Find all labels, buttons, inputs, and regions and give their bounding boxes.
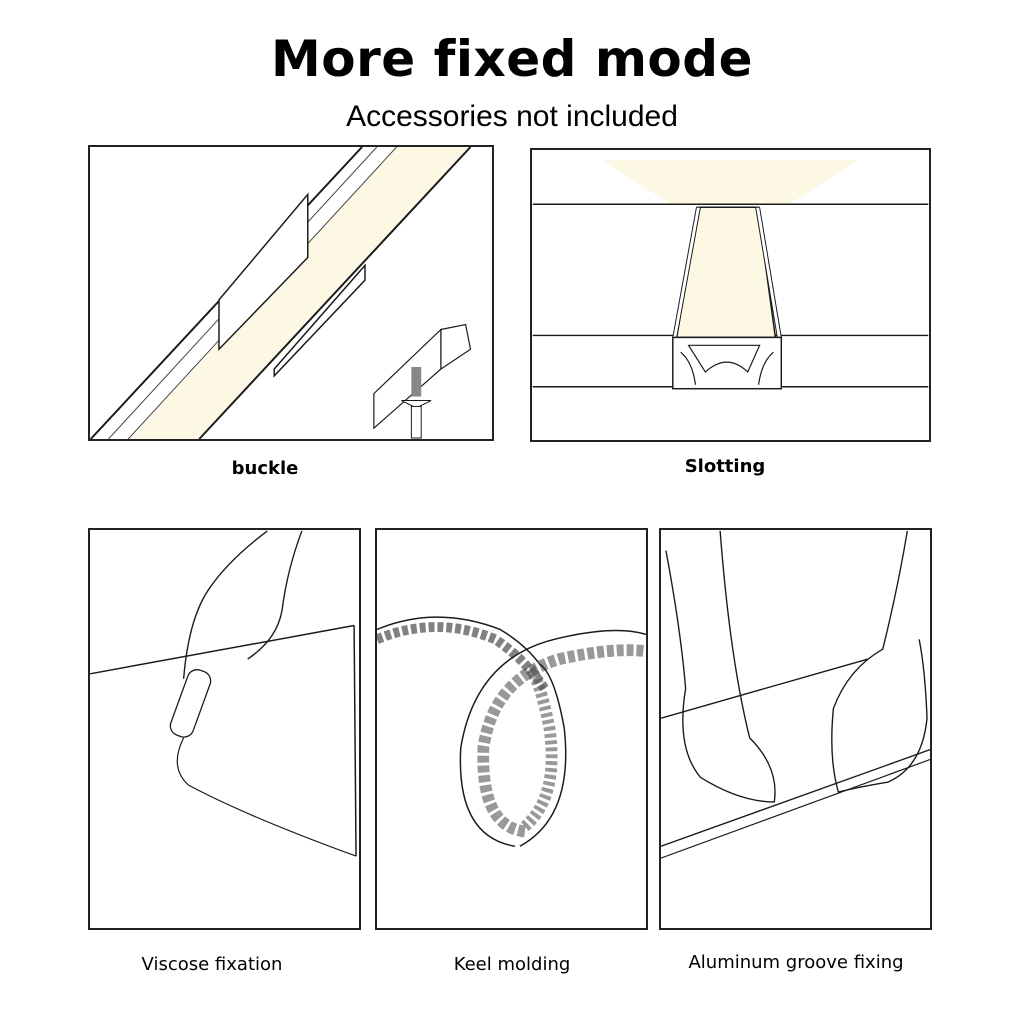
viscose-diagram-icon (90, 530, 357, 857)
keel-diagram-icon (377, 616, 646, 847)
aluminum-diagram-icon (661, 530, 930, 859)
slotting-diagram-icon (532, 159, 929, 390)
buckle-illustration (88, 145, 494, 441)
caption-slotting: Slotting (684, 456, 766, 477)
keel-molding-illustration (375, 528, 648, 930)
page-subtitle: Accessories not included (346, 100, 678, 133)
viscose-fixation-illustration (88, 528, 361, 930)
buckle-diagram-icon (90, 147, 472, 439)
caption-buckle: buckle (231, 458, 299, 479)
page-title: More fixed mode (271, 30, 753, 88)
caption-viscose-fixation: Viscose fixation (141, 954, 283, 975)
aluminum-groove-illustration (659, 528, 932, 930)
caption-keel-molding: Keel molding (453, 954, 571, 975)
caption-aluminum-groove-fixing: Aluminum groove fixing (688, 952, 904, 973)
slotting-illustration (530, 148, 931, 442)
